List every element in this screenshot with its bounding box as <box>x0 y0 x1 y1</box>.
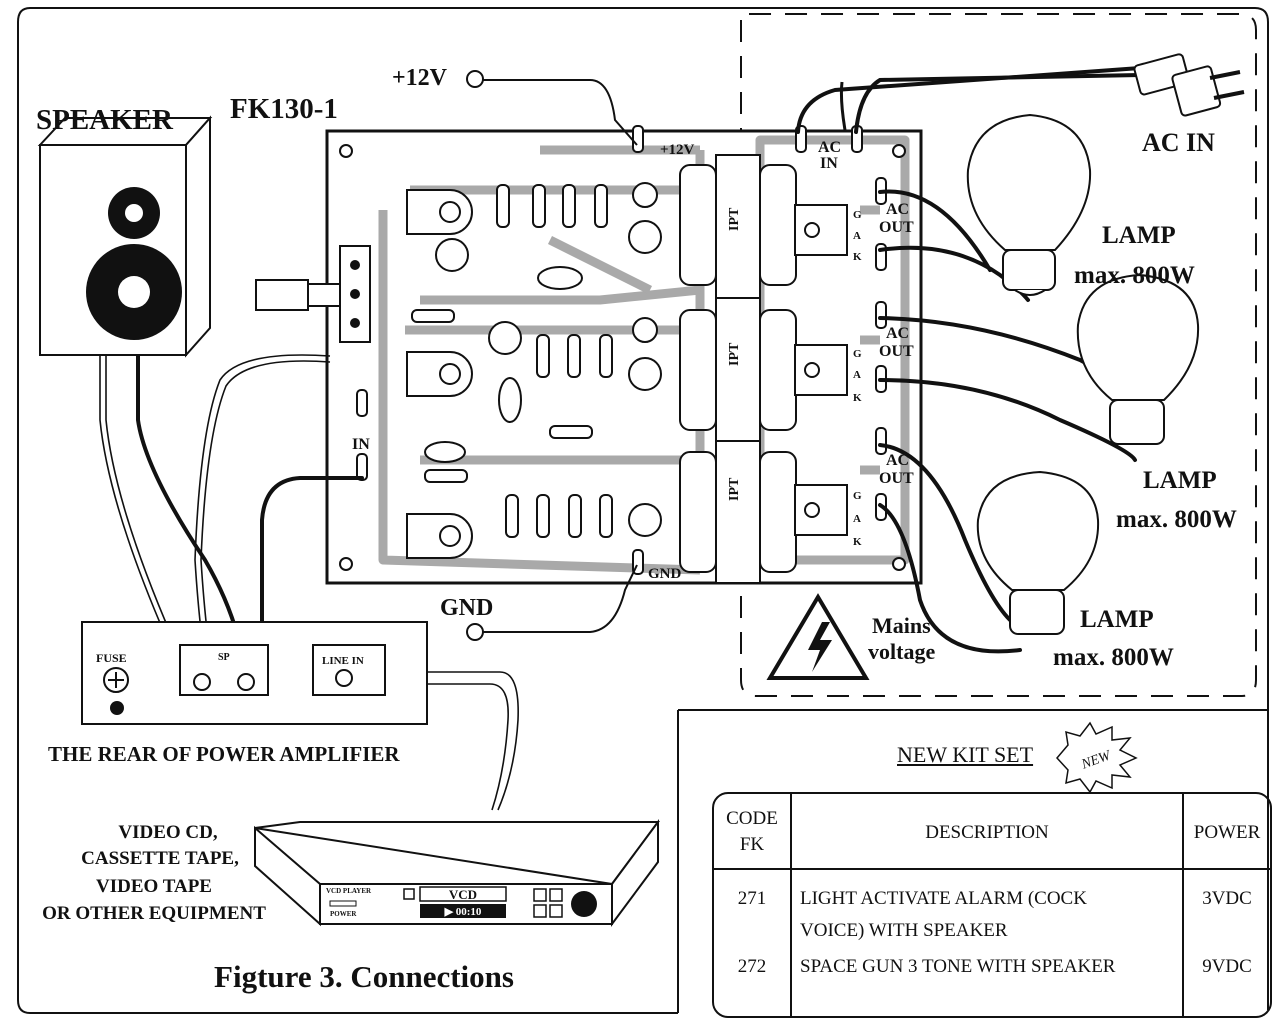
figure-caption: Figture 3. Connections <box>214 959 514 994</box>
plus12v-pcb-label: +12V <box>660 142 695 158</box>
ac-out-3a: AC <box>886 452 909 469</box>
ac-out-3b: OUT <box>879 470 914 487</box>
triac-2-a: A <box>853 369 861 381</box>
source-2: CASSETTE TAPE, <box>81 848 239 869</box>
triac-2-k: K <box>853 392 862 404</box>
plus12v-label: +12V <box>392 65 448 91</box>
ac-out-1a: AC <box>886 201 909 218</box>
lamp-2 <box>1076 273 1200 445</box>
vcd-power-label: POWER <box>330 910 357 918</box>
triac-3-a: A <box>853 513 861 525</box>
row-2-description: SPACE GUN 3 TONE WITH SPEAKER <box>800 956 1116 977</box>
header-code-2: FK <box>739 834 765 855</box>
gnd-pcb-label: GND <box>648 566 682 582</box>
kit-set-title: NEW KIT SET <box>897 742 1034 767</box>
vcd-display: VCD <box>449 887 477 902</box>
row-1-description-1: LIGHT ACTIVATE ALARM (COCK <box>800 888 1087 909</box>
lamp-1 <box>966 113 1092 296</box>
vcd-player-label: VCD PLAYER <box>326 887 372 895</box>
source-1: VIDEO CD, <box>118 822 217 843</box>
board-name: FK130-1 <box>230 93 338 125</box>
header-power: POWER <box>1193 822 1261 843</box>
row-1-power: 3VDC <box>1202 888 1252 909</box>
mains-warning-1: Mains <box>872 613 931 638</box>
header-code-1: CODE <box>726 808 778 829</box>
warning-icon <box>766 593 870 680</box>
kit-set-table: CODE FK DESCRIPTION POWER 271 LIGHT ACTI… <box>712 792 1272 1018</box>
vcd-time: ▶ 00:10 <box>444 906 482 918</box>
line-in-label: LINE IN <box>322 655 364 667</box>
fuse-label: FUSE <box>96 651 127 665</box>
header-description: DESCRIPTION <box>925 822 1049 843</box>
lamp-1-rating: max. 800W <box>1074 262 1195 289</box>
row-2-code: 272 <box>737 956 767 977</box>
row-1-code: 271 <box>737 888 767 909</box>
ac-out-1b: OUT <box>879 219 914 236</box>
lamp-3-rating: max. 800W <box>1053 644 1174 671</box>
triac-3-g: G <box>853 490 862 502</box>
input-label: IN <box>352 436 370 453</box>
speaker-label: SPEAKER <box>36 104 174 136</box>
row-2-power: 9VDC <box>1202 956 1252 977</box>
ac-out-2b: OUT <box>879 343 914 360</box>
ac-in-pcb-label-1: AC <box>818 139 841 156</box>
amplifier-rear-panel <box>81 621 428 725</box>
transformer-2-label: IPT <box>727 342 742 366</box>
ac-in-label: AC IN <box>1142 128 1215 157</box>
gnd-label: GND <box>440 595 493 621</box>
lamp-1-label: LAMP <box>1102 222 1176 249</box>
ac-plug <box>1133 53 1245 117</box>
pcb-board <box>255 125 923 585</box>
potentiometer <box>255 245 371 343</box>
triac-3-k: K <box>853 536 862 548</box>
triac-1-g: G <box>853 209 862 221</box>
vcd-player <box>254 818 660 928</box>
lamp-2-label: LAMP <box>1143 467 1217 494</box>
lamp-2-rating: max. 800W <box>1116 506 1237 533</box>
triac-1-a: A <box>853 230 861 242</box>
ac-out-2a: AC <box>886 325 909 342</box>
lamp-3 <box>976 470 1100 635</box>
lamp-3-label: LAMP <box>1080 606 1154 633</box>
ac-in-pcb-label-2: IN <box>820 155 838 172</box>
sp-label: SP <box>218 652 230 663</box>
row-1-description-2: VOICE) WITH SPEAKER <box>800 920 1008 941</box>
triac-2-g: G <box>853 348 862 360</box>
source-4: OR OTHER EQUIPMENT <box>42 903 266 924</box>
new-badge: NEW <box>1056 721 1138 794</box>
amp-rear-label: THE REAR OF POWER AMPLIFIER <box>48 742 400 766</box>
mains-warning-2: voltage <box>868 639 935 664</box>
triac-1-k: K <box>853 251 862 263</box>
transformer-3-label: IPT <box>727 477 742 501</box>
source-3: VIDEO TAPE <box>96 876 212 897</box>
transformer-1-label: IPT <box>727 207 742 231</box>
speaker <box>37 115 213 358</box>
